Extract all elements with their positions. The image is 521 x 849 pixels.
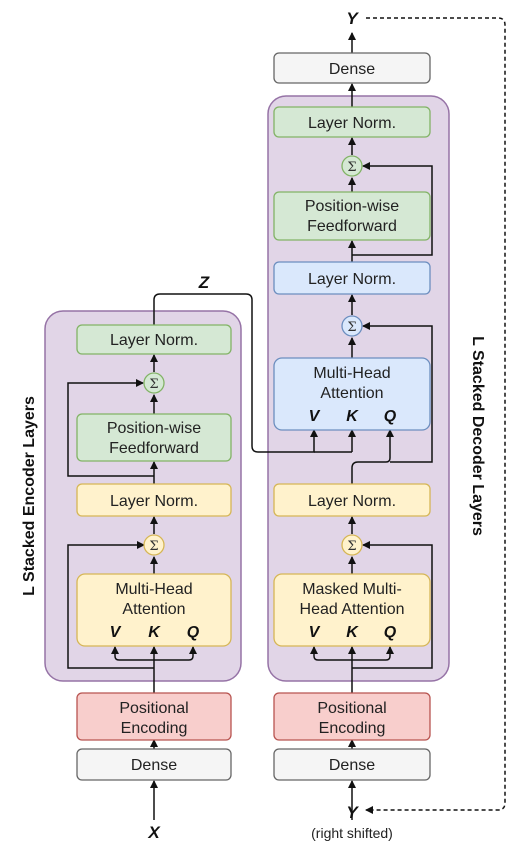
decoder-layer-norm-1-box — [273, 483, 431, 517]
encoder-attention-line1: Multi-Head — [115, 581, 192, 598]
decoder-masked-attention-line1: Masked Multi- — [302, 581, 402, 598]
decoder-input-note: (right shifted) — [311, 825, 393, 841]
decoder-masked-k-label: K — [346, 624, 359, 641]
encoder-k-label: K — [148, 624, 161, 641]
decoder-feedforward-line2: Feedforward — [307, 218, 397, 235]
encoder-sum-symbol-1: Σ — [149, 539, 158, 554]
decoder-cross-attention-box — [273, 357, 431, 431]
encoder-feedforward-box — [76, 413, 232, 462]
decoder-dense-out-label: Dense — [329, 61, 375, 78]
decoder-masked-v-label: V — [309, 624, 321, 641]
encoder-layer-norm-1-label: Layer Norm. — [110, 493, 198, 510]
decoder-sum-node-2 — [341, 315, 363, 337]
encoder-side-label: L Stacked Encoder Layers — [21, 396, 38, 596]
decoder-masked-attention-box — [273, 573, 431, 647]
decoder-layer-norm-1-label: Layer Norm. — [308, 493, 396, 510]
encoder-input-x: X — [147, 823, 161, 842]
decoder-masked-attention-line2: Head Attention — [300, 601, 405, 618]
encoder-sum-node-1 — [143, 534, 165, 556]
encoder-attention-line2: Attention — [122, 601, 185, 618]
encoder-q-label: Q — [187, 624, 200, 641]
decoder-dense-in-label: Dense — [329, 757, 375, 774]
decoder-cross-attention-line2: Attention — [320, 385, 383, 402]
decoder-positional-encoding-box — [273, 692, 431, 741]
decoder-side-label: L Stacked Decoder Layers — [469, 336, 486, 536]
encoder-dense-box — [76, 748, 232, 781]
encoder-layer-norm-2-box — [76, 324, 232, 355]
feedback-dashed-arrow — [365, 17, 506, 814]
decoder-feedforward-box — [273, 191, 431, 241]
encoder-positional-encoding-line1: Positional — [119, 700, 188, 717]
decoder-layer-norm-2-label: Layer Norm. — [308, 271, 396, 288]
decoder-sum-symbol-3: Σ — [347, 160, 356, 175]
decoder-input-y: Y — [346, 803, 359, 822]
encoder-dense-label: Dense — [131, 757, 177, 774]
encoder-attention-box — [76, 573, 232, 647]
decoder-layer-norm-2-box — [273, 261, 431, 295]
decoder-sum-node-3 — [341, 155, 363, 177]
decoder-output-y: Y — [346, 9, 359, 28]
encoder-layer-norm-2-label: Layer Norm. — [110, 332, 198, 349]
encoder-sum-node-2 — [143, 372, 165, 394]
decoder-cross-v-label: V — [309, 408, 321, 425]
decoder-feedforward-line1: Position-wise — [305, 198, 399, 215]
decoder-sum-symbol-1: Σ — [347, 539, 356, 554]
decoder-positional-encoding-line2: Encoding — [319, 720, 386, 737]
decoder-positional-encoding-line1: Positional — [317, 700, 386, 717]
encoder-positional-encoding-line2: Encoding — [121, 720, 188, 737]
decoder-sum-symbol-2: Σ — [347, 320, 356, 335]
encoder-connectors — [67, 293, 356, 820]
decoder-layer-norm-3-label: Layer Norm. — [308, 115, 396, 132]
z-label: Z — [198, 273, 210, 292]
encoder-positional-encoding-box — [76, 692, 232, 741]
encoder-feedforward-line1: Position-wise — [107, 420, 201, 437]
decoder-cross-q-label: Q — [384, 408, 397, 425]
decoder-layer-norm-3-box — [273, 106, 431, 138]
decoder-dense-out-box — [273, 52, 431, 84]
decoder-cross-k-label: K — [346, 408, 359, 425]
encoder-v-label: V — [110, 624, 122, 641]
decoder-cross-attention-line1: Multi-Head — [313, 365, 390, 382]
decoder-masked-q-label: Q — [384, 624, 397, 641]
encoder-feedforward-line2: Feedforward — [109, 440, 199, 457]
decoder-dense-in-box — [273, 748, 431, 781]
encoder-sum-symbol-2: Σ — [149, 377, 158, 392]
decoder-sum-node-1 — [341, 534, 363, 556]
encoder-layer-norm-1-box — [76, 483, 232, 517]
